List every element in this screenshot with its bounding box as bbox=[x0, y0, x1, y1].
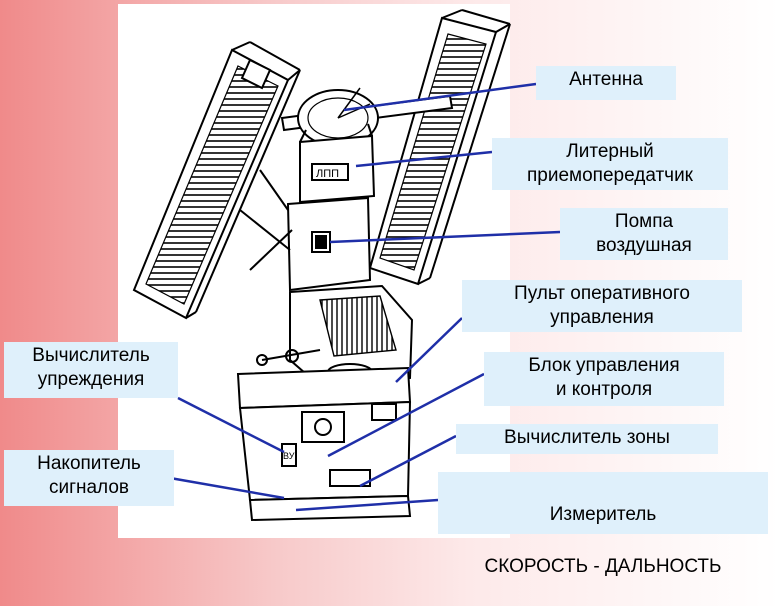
leader-transceiver bbox=[355, 150, 493, 168]
label-lead-computer: Вычислитель упреждения bbox=[4, 342, 178, 398]
pump-block bbox=[239, 169, 372, 292]
leader-zone-computer bbox=[359, 434, 457, 488]
leader-control-unit bbox=[327, 372, 485, 458]
control-console-body bbox=[289, 284, 414, 388]
radar-device-drawing: ЛПП ВУ bbox=[132, 9, 561, 522]
label-speed-range-meter: Измеритель СКОРОСТЬ - ДАЛЬНОСТЬ bbox=[438, 472, 768, 577]
label-pump: Помпа воздушная bbox=[560, 208, 728, 260]
label-control-unit: Блок управления и контроля bbox=[484, 352, 724, 406]
label-signal-store: Накопитель сигналов bbox=[4, 450, 174, 506]
label-antenna: Антенна bbox=[536, 66, 676, 100]
left-antenna-wing bbox=[132, 41, 301, 320]
transceiver-housing bbox=[299, 123, 376, 204]
label-speed-range-line2: СКОРОСТЬ - ДАЛЬНОСТЬ bbox=[484, 556, 722, 577]
leader-lines bbox=[169, 82, 561, 512]
label-speed-range-line1: Измеритель bbox=[549, 504, 657, 525]
leader-control-console bbox=[395, 317, 463, 383]
unit-plate-text: ВУ bbox=[283, 451, 295, 461]
leader-signal-store bbox=[169, 476, 285, 500]
leader-speed-range bbox=[295, 498, 439, 512]
right-antenna-wing bbox=[368, 9, 511, 286]
leader-antenna bbox=[343, 82, 537, 112]
base-cabinet bbox=[236, 349, 412, 522]
label-zone-computer: Вычислитель зоны bbox=[456, 424, 718, 454]
label-control-console: Пульт оперативного управления bbox=[462, 280, 742, 332]
leader-lead-computer bbox=[177, 396, 285, 454]
transceiver-plate-text: ЛПП bbox=[316, 168, 339, 180]
leader-pump bbox=[329, 230, 561, 244]
label-transceiver: Литерный приемопередатчик bbox=[492, 138, 728, 190]
